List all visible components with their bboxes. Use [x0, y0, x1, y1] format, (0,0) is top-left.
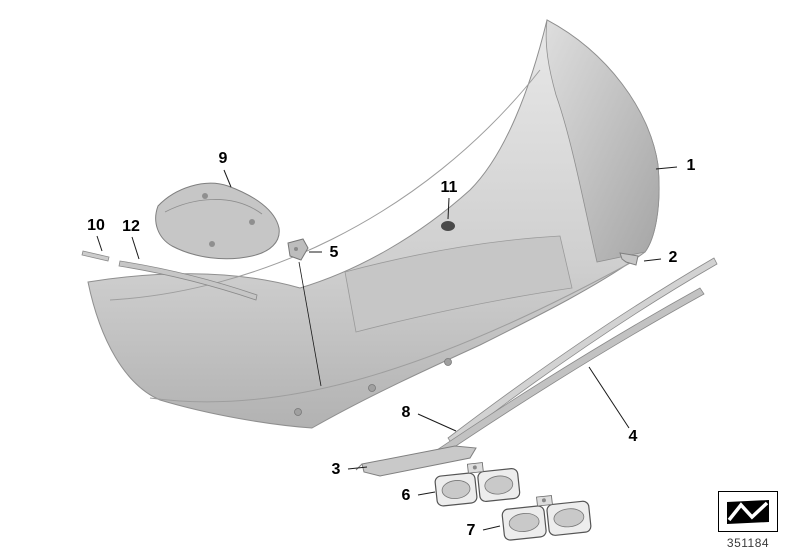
diagram-logo-box: [718, 491, 778, 532]
corner-trim-part: [361, 445, 477, 477]
callout-7[interactable]: 7: [466, 522, 476, 539]
sensor-dot: [294, 408, 302, 416]
callout-1[interactable]: 1: [686, 157, 696, 174]
bracket-part: [287, 238, 309, 261]
callout-2[interactable]: 2: [668, 249, 678, 266]
heat-shield-part: [155, 182, 280, 260]
sensor-dot: [444, 358, 452, 366]
trim-strip-upper: [447, 257, 718, 445]
callout-11[interactable]: 11: [440, 179, 458, 196]
bumper-side-panel: [545, 19, 660, 263]
callout-12[interactable]: 12: [122, 218, 140, 235]
callout-9[interactable]: 9: [218, 150, 228, 167]
exhaust-tip-part-6: [434, 462, 521, 507]
callout-5[interactable]: 5: [329, 244, 339, 261]
callout-4[interactable]: 4: [628, 428, 638, 445]
callout-10[interactable]: 10: [87, 217, 105, 234]
callout-6[interactable]: 6: [401, 487, 411, 504]
callout-3[interactable]: 3: [331, 461, 341, 478]
small-strip-part: [81, 250, 110, 262]
diagram-logo-icon: [727, 499, 769, 524]
sensor-dot: [368, 384, 376, 392]
trim-strip-lower: [427, 287, 705, 463]
callout-8[interactable]: 8: [401, 404, 411, 421]
leader-lines: [96, 166, 678, 531]
license-plate-recess: [344, 235, 573, 333]
hook-part: [619, 252, 639, 266]
grommet-part: [441, 221, 455, 231]
exhaust-tip-part-7: [501, 495, 592, 541]
part-number: 351184: [726, 536, 770, 550]
long-strip-part: [118, 260, 258, 301]
